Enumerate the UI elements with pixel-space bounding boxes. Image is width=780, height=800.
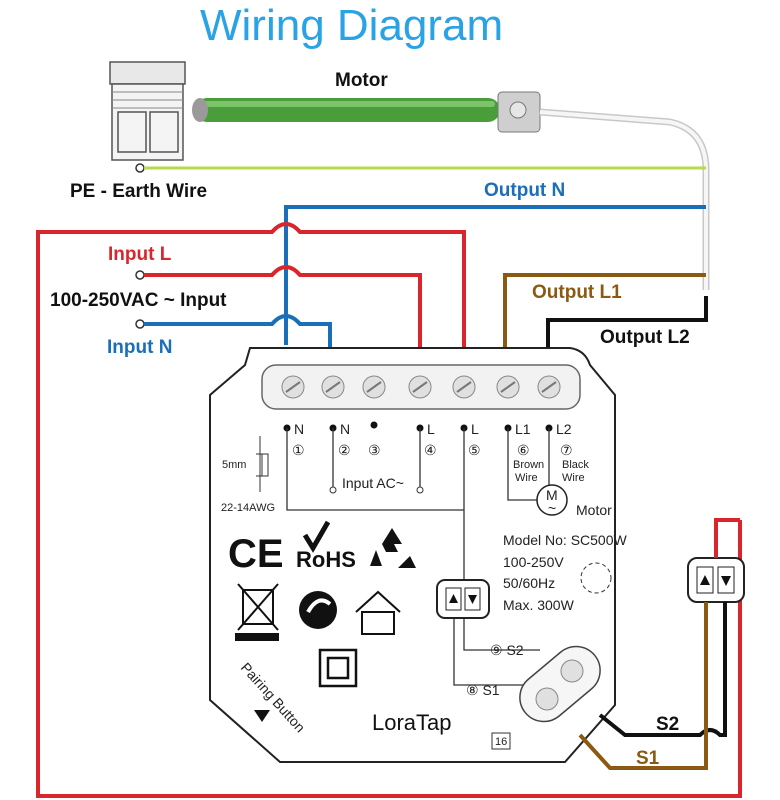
- voltage-spec: 100-250V: [503, 554, 564, 570]
- motor-label: Motor: [335, 70, 388, 91]
- s2-terminal-label: ⑨ S2: [490, 642, 524, 658]
- brand-logo: LoraTap: [372, 710, 452, 735]
- output-l2-label: Output L2: [600, 327, 690, 348]
- black-wire-label-1: Black: [562, 459, 589, 471]
- s2-label: S2: [656, 714, 679, 735]
- recycle-icon: [370, 528, 416, 568]
- model-number: Model No: SC500W: [503, 532, 628, 548]
- wire-strip-icon: [256, 436, 269, 492]
- ce-mark-icon: CE: [228, 532, 284, 576]
- output-n-label: Output N: [484, 180, 565, 201]
- green-dot-icon: [299, 591, 337, 629]
- terminal-3-num: ③: [368, 442, 381, 458]
- input-ac-terminal-n: [329, 486, 337, 494]
- input-l-wire: [144, 265, 422, 350]
- motor-symbol-tilde: ~: [548, 500, 556, 516]
- roller-shutter-icon: [109, 61, 186, 161]
- black-wire-label-2: Wire: [562, 472, 585, 484]
- terminal-4-name: L: [427, 421, 435, 437]
- input-n-terminal: [135, 319, 145, 329]
- internal-circuit: [286, 428, 567, 686]
- brown-wire-label-2: Wire: [515, 472, 538, 484]
- frequency-spec: 50/60Hz: [503, 575, 555, 591]
- output-l2-wire: [546, 296, 708, 350]
- module-body: [209, 347, 616, 763]
- input-l-label: Input L: [108, 244, 172, 265]
- brown-wire-label-1: Brown: [513, 459, 544, 471]
- tubular-motor: [192, 91, 541, 133]
- weee-bin-icon: [235, 583, 279, 641]
- rohs-check-icon: [302, 520, 331, 553]
- terminal-7-name: L2: [556, 421, 572, 437]
- s1-terminal-label: ⑧ S1: [466, 682, 500, 698]
- s1-wire: [578, 602, 708, 770]
- pe-earth-label: PE - Earth Wire: [70, 181, 207, 202]
- switch-feed-wire: [714, 518, 740, 558]
- power-spec: Max. 300W: [503, 597, 575, 613]
- output-l1-label: Output L1: [532, 282, 622, 303]
- code-box: [491, 732, 511, 750]
- led-indicator: [580, 562, 612, 594]
- input-l-terminal: [135, 270, 145, 280]
- terminal-1-name: N: [294, 421, 304, 437]
- s2-wire: [598, 602, 727, 737]
- terminal-6-num: ⑥: [517, 442, 530, 458]
- s1-label: S1: [636, 748, 660, 769]
- input-n-wire: [144, 314, 332, 350]
- motor-symbol-icon: [536, 484, 568, 516]
- motor-cable-inner: [539, 110, 708, 290]
- strip-length-label: 5mm: [222, 459, 246, 471]
- input-ac-inner-label: Input AC~: [342, 475, 404, 491]
- terminal-7-num: ⑦: [560, 442, 573, 458]
- terminal-5-num: ⑤: [468, 442, 481, 458]
- red-loop-wire: [36, 222, 742, 798]
- pairing-arrow-icon: [254, 710, 270, 722]
- indoor-use-icon: [355, 590, 401, 635]
- terminal-6-name: L1: [515, 421, 531, 437]
- motor-inner-label: Motor: [576, 502, 612, 518]
- code-label: 16: [495, 736, 507, 748]
- terminal-2-num: ②: [338, 442, 351, 458]
- awg-label: 22-14AWG: [221, 502, 275, 514]
- earth-terminal: [135, 163, 145, 173]
- internal-switch-icon: [436, 579, 490, 619]
- terminal-2-name: N: [340, 421, 350, 437]
- diagram-title: Wiring Diagram: [200, 1, 503, 50]
- output-n-wire: [284, 205, 706, 345]
- motor-symbol-m: M: [546, 487, 558, 503]
- terminal-4-num: ④: [424, 442, 437, 458]
- terminal-3-dot: [370, 421, 378, 429]
- external-switch-icon: [687, 557, 745, 603]
- s-terminal-block: [519, 645, 601, 723]
- output-l1-wire: [503, 273, 706, 350]
- terminal-5-name: L: [471, 421, 479, 437]
- input-n-label: Input N: [107, 337, 172, 358]
- motor-cable: [539, 108, 710, 290]
- double-insulation-icon: [318, 648, 358, 688]
- input-ac-terminal-l: [416, 486, 424, 494]
- rohs-label: RoHS: [296, 547, 356, 572]
- terminal-1-num: ①: [292, 442, 305, 458]
- input-ac-label: 100-250VAC ~ Input: [50, 290, 227, 311]
- terminal-block: [261, 364, 581, 410]
